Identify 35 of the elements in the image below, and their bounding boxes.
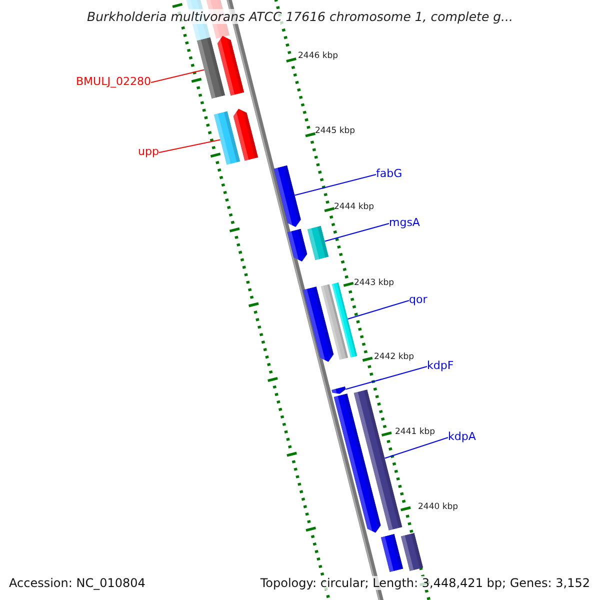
gene-bar	[307, 226, 329, 260]
gene-bar	[232, 107, 258, 161]
leader-line	[294, 174, 376, 196]
scale-label: 2445 kbp	[315, 126, 356, 136]
scale-label: 2444 kbp	[334, 202, 374, 212]
info-text: Topology: circular; Length: 3,448,421 bp; Genes: 3,152	[260, 576, 590, 590]
gene-label: kdpA	[448, 430, 476, 443]
gene-bar	[380, 534, 404, 572]
gene-bar	[196, 37, 226, 99]
gene-bar	[331, 386, 347, 396]
leader-line	[150, 69, 204, 84]
leader-line	[324, 222, 390, 242]
scale-label: 2442 kbp	[374, 352, 414, 362]
leader-line	[158, 139, 220, 154]
scale-label: 2440 kbp	[418, 502, 458, 512]
info-text: Accession: NC_010804	[9, 576, 146, 590]
gene-bar	[214, 111, 240, 165]
scale-label: 2443 kbp	[354, 278, 394, 288]
gene-label: qor	[409, 293, 428, 306]
gene-label: kdpF	[427, 359, 454, 372]
gene-bar	[287, 228, 309, 264]
gene-label: upp	[138, 145, 159, 158]
gene-bar	[334, 393, 382, 535]
scale-label: 2441 kbp	[395, 427, 436, 437]
gene-label: mgsA	[389, 216, 420, 229]
gene-bar	[216, 34, 244, 96]
gene-bar	[302, 286, 336, 364]
gene-label: BMULJ_02280	[76, 75, 151, 88]
leader-line	[384, 436, 448, 459]
gene-bar	[400, 532, 424, 572]
gene-label: fabG	[376, 167, 402, 180]
scale-label: 2446 kbp	[298, 51, 338, 61]
leader-line	[346, 366, 428, 390]
leader-line	[347, 300, 410, 320]
gene-bar	[320, 284, 348, 360]
